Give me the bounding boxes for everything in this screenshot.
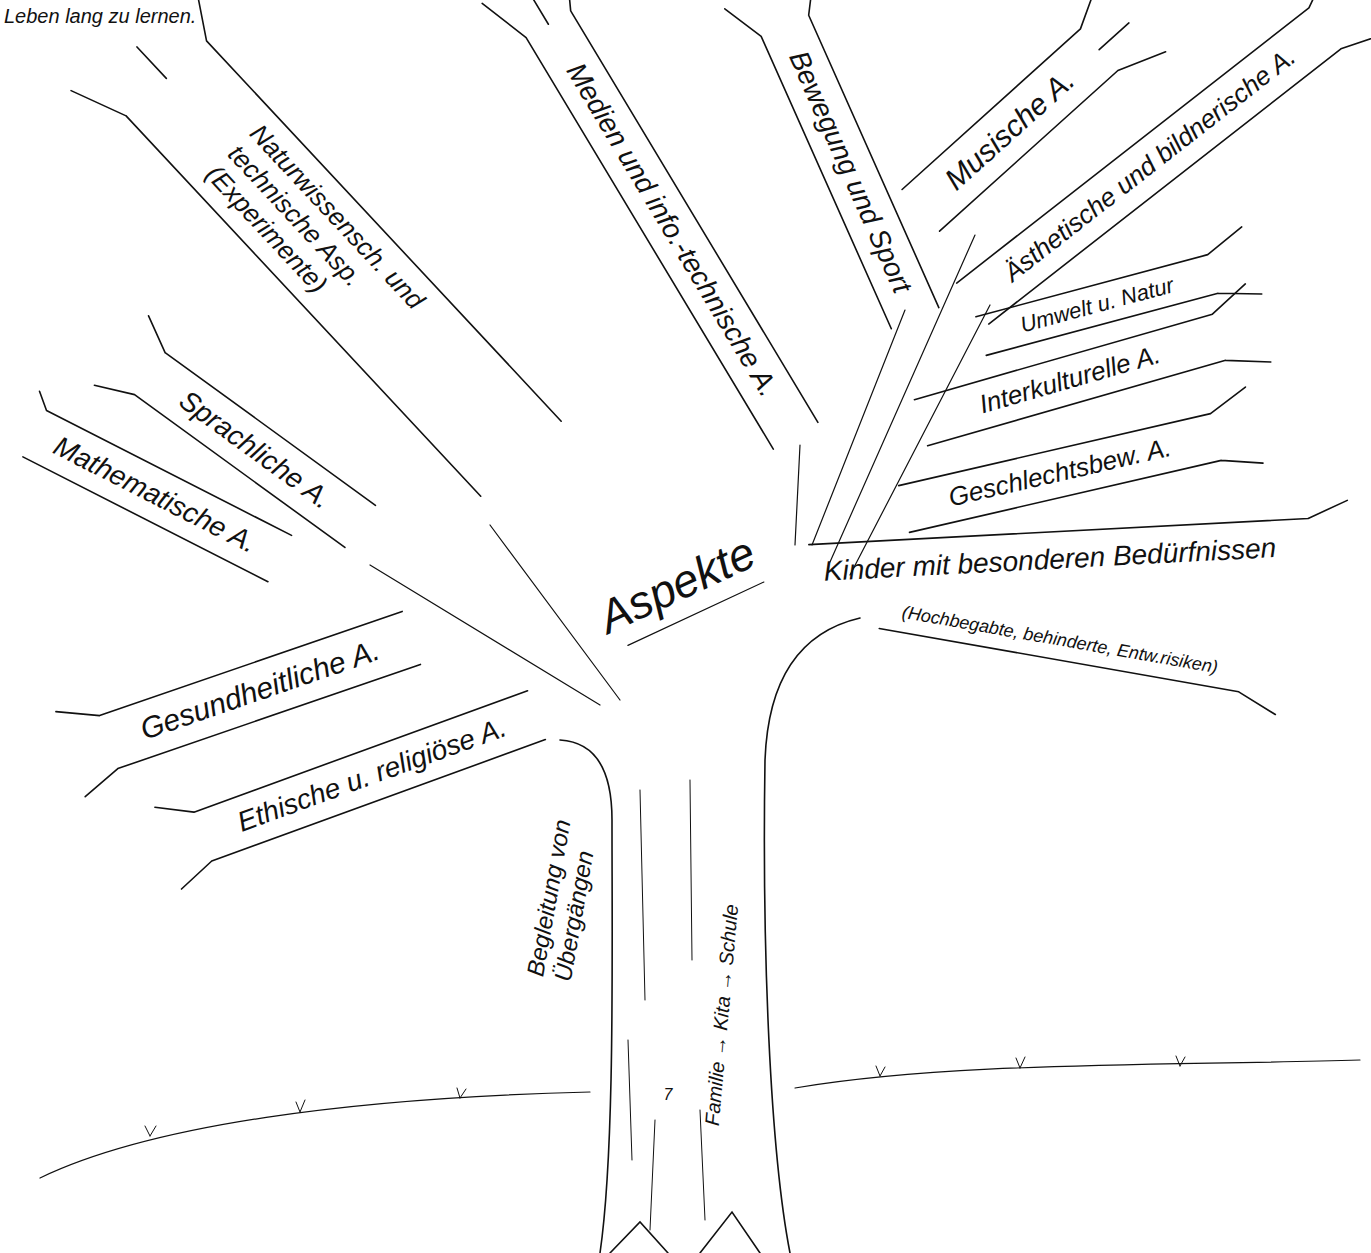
branch-label: Naturwissensch. und technische Asp. (Exp… <box>200 119 491 422</box>
branch-label: Bewegung und Sport <box>782 46 918 298</box>
trunk-right <box>764 618 860 1253</box>
trunk-label: Familie → Kita → Schule <box>701 903 743 1126</box>
tree-drawing <box>10 0 1371 1253</box>
ground-right <box>795 1060 1360 1088</box>
page-number: 7 <box>664 1086 673 1104</box>
branch-label: Ethische u. religiöse A. <box>233 711 511 838</box>
trunk-label: Begleitung von Übergängen <box>521 787 608 984</box>
crown-lines <box>370 235 990 705</box>
branch-label: Umwelt u. Natur <box>1018 272 1177 337</box>
branch-label: Gesundheitliche A. <box>136 633 384 747</box>
trunk-left <box>560 740 612 1253</box>
branch <box>71 0 583 512</box>
branch-label: Interkulturelle A. <box>976 340 1164 420</box>
branch <box>482 0 838 459</box>
branch <box>971 226 1262 367</box>
branch <box>10 391 298 581</box>
ground-left <box>40 1092 590 1178</box>
branch-note: (Hochbegabte, behinderte, Entw.risiken) <box>901 602 1220 678</box>
center-label: Aspekte <box>591 526 764 644</box>
branch <box>895 387 1263 544</box>
roots <box>610 1212 760 1253</box>
cut-off-text: Leben lang zu lernen. <box>4 5 196 28</box>
branch-label: Musische A. <box>938 63 1082 197</box>
branch-label: Geschlechtsbew. A. <box>946 433 1174 513</box>
branch-label: Sprachliche A. <box>173 384 337 516</box>
trunk-texture <box>628 780 705 1230</box>
branch <box>886 0 1166 244</box>
grass <box>145 1056 1185 1136</box>
branch-label: Medien und info.-technische A. <box>559 57 784 402</box>
branch-label: Kinder mit besonderen Bedürfnissen <box>823 532 1277 588</box>
